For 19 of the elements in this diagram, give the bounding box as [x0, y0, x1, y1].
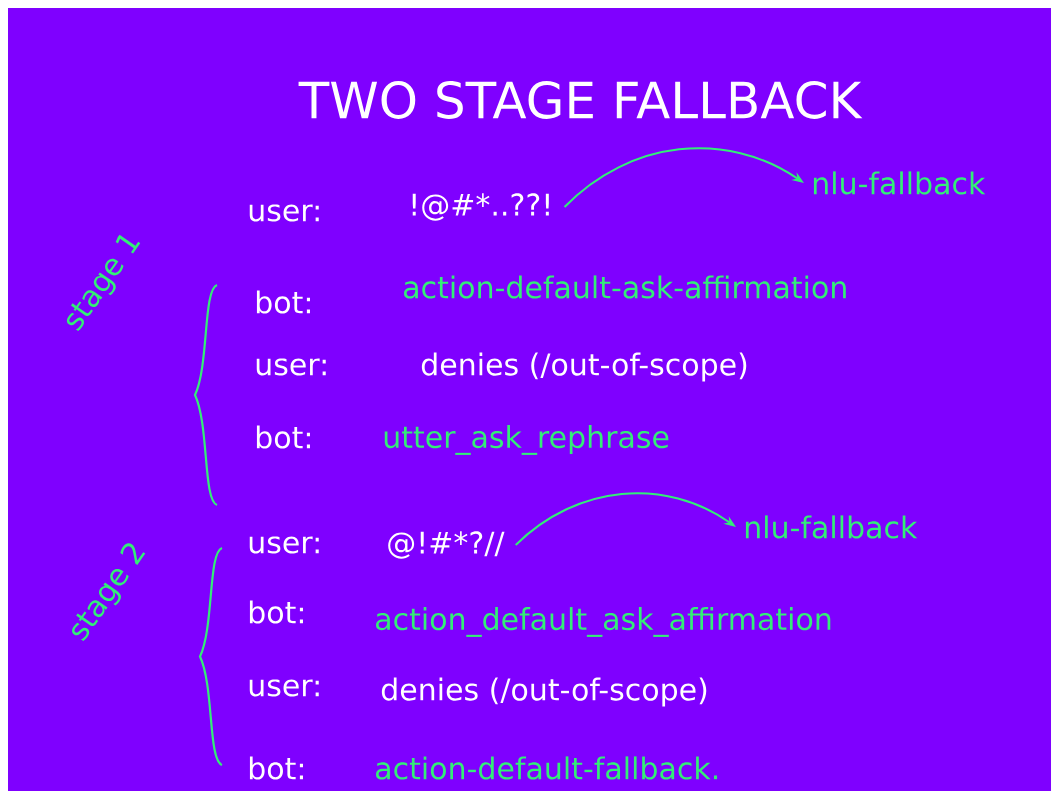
message-text: utter_ask_rephrase — [384, 425, 669, 455]
speaker-label: user: — [249, 204, 319, 222]
speaker-label: bot: — [249, 600, 303, 624]
speaker-label: bot: — [256, 425, 310, 449]
intent-label: nlu-fallback — [813, 171, 986, 195]
speaker-label: user: — [256, 358, 326, 376]
title: TWO STAGE FALLBACK — [298, 81, 863, 119]
message-text: !@#*..??! — [412, 193, 549, 221]
message-text: action-default-ask-affirmation — [404, 275, 846, 299]
speaker-label: user: — [249, 536, 319, 554]
message-text: action_default_ask_affirmation — [376, 607, 831, 637]
message-text: denies (/out-of-scope) — [421, 352, 747, 382]
message-text: @!#*?// — [388, 531, 505, 559]
message-text: action-default-fallback. — [376, 756, 718, 780]
speaker-label: bot: — [256, 290, 310, 314]
speaker-label: user: — [249, 679, 319, 697]
intent-label: nlu-fallback — [745, 515, 918, 539]
message-text: denies (/out-of-scope) — [381, 677, 707, 707]
speaker-label: bot: — [249, 756, 303, 780]
